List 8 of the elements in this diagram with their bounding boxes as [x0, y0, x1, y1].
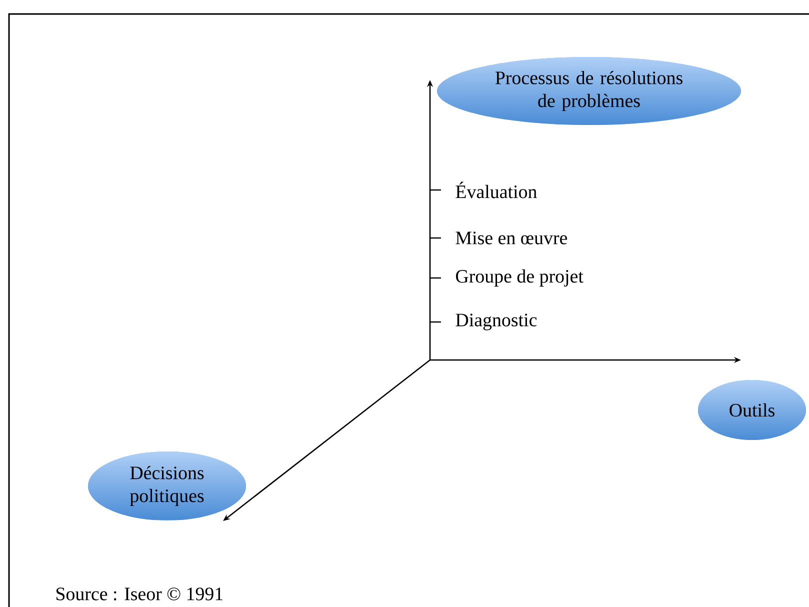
axis-label: Mise en œuvre [456, 232, 568, 244]
axis-label: Évaluation [456, 182, 537, 198]
ellipse-node: Outils [698, 380, 806, 440]
ellipse-node: Décisions politiques [88, 451, 246, 520]
ellipse-node: Processus de résolutions de problèmes [437, 57, 741, 125]
axis-label: Diagnostic [456, 314, 537, 330]
axis-label: Groupe de projet [456, 269, 584, 287]
source-note: Source : Iseor © 1991 [56, 588, 222, 600]
